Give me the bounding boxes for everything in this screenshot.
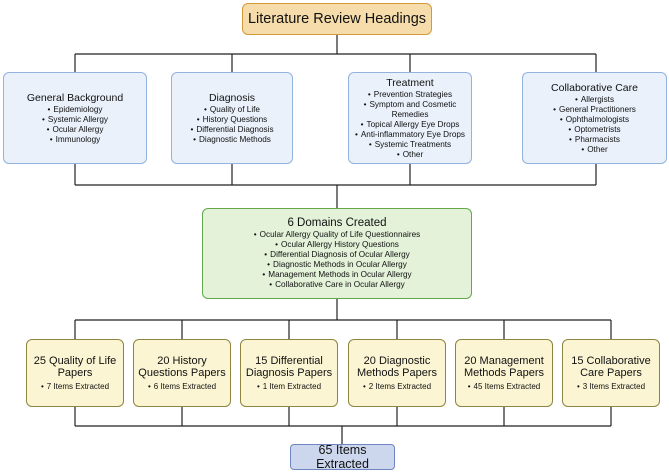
paper-items: 2 Items Extracted xyxy=(363,382,431,392)
paper-items: 6 Items Extracted xyxy=(148,382,216,392)
domain-item: Ocular Allergy Quality of Life Questionn… xyxy=(254,230,421,240)
category-item: Symptom and Cosmetic Remedies xyxy=(353,100,467,120)
paper-items: 45 Items Extracted xyxy=(468,382,541,392)
category-items: Prevention Strategies Symptom and Cosmet… xyxy=(353,90,467,160)
category-item: Topical Allergy Eye Drops xyxy=(353,120,467,130)
domain-item: Differential Diagnosis of Ocular Allergy xyxy=(254,250,421,260)
category-item: Systemic Allergy xyxy=(42,115,108,125)
category-item: Pharmacists xyxy=(553,135,636,145)
category-items: Allergists General Practitioners Ophthal… xyxy=(553,95,636,155)
category-item: Allergists xyxy=(553,95,636,105)
paper-heading: 20 Management Methods Papers xyxy=(463,354,545,380)
category-diagnosis: Diagnosis Quality of Life History Questi… xyxy=(171,72,293,164)
papers-history-questions: 20 History Questions Papers 6 Items Extr… xyxy=(133,339,231,407)
category-item: Other xyxy=(353,150,467,160)
category-item: Other xyxy=(553,145,636,155)
papers-diagnostic-methods: 20 Diagnostic Methods Papers 2 Items Ext… xyxy=(348,339,446,407)
papers-quality-of-life: 25 Quality of Life Papers 7 Items Extrac… xyxy=(26,339,124,407)
paper-items: 7 Items Extracted xyxy=(41,382,109,392)
category-item: Optometrists xyxy=(553,125,636,135)
papers-differential-diagnosis: 15 Differential Diagnosis Papers 1 Item … xyxy=(240,339,338,407)
paper-heading: 25 Quality of Life Papers xyxy=(33,354,117,380)
category-collaborative-care: Collaborative Care Allergists General Pr… xyxy=(522,72,667,164)
category-item: Differential Diagnosis xyxy=(190,125,273,135)
category-item: Ophthalmologists xyxy=(553,115,636,125)
category-item: Ocular Allergy xyxy=(42,125,108,135)
category-heading: Diagnosis xyxy=(208,91,256,104)
total-items-extracted-box: 65 Items Extracted xyxy=(290,443,395,471)
papers-collaborative-care: 15 Collaborative Care Papers 3 Items Ext… xyxy=(562,339,660,407)
category-item: History Questions xyxy=(190,115,273,125)
paper-note: 6 Items Extracted xyxy=(148,382,216,392)
category-heading: Treatment xyxy=(386,76,434,89)
paper-note: 3 Items Extracted xyxy=(577,382,645,392)
category-item: General Practitioners xyxy=(553,105,636,115)
domain-item: Collaborative Care in Ocular Allergy xyxy=(254,280,421,290)
category-item: Epidemiology xyxy=(42,105,108,115)
category-item: Immunology xyxy=(42,135,108,145)
paper-note: 7 Items Extracted xyxy=(41,382,109,392)
category-item: Systemic Treatments xyxy=(353,140,467,150)
paper-heading: 20 Diagnostic Methods Papers xyxy=(356,354,438,380)
category-item: Prevention Strategies xyxy=(353,90,467,100)
paper-items: 3 Items Extracted xyxy=(577,382,645,392)
domains-heading: 6 Domains Created xyxy=(287,217,387,229)
domain-item: Management Methods in Ocular Allergy xyxy=(254,270,421,280)
title-label: Literature Review Headings xyxy=(247,11,427,27)
paper-heading: 20 History Questions Papers xyxy=(138,354,226,380)
category-heading: General Background xyxy=(26,91,124,104)
category-items: Quality of Life History Questions Differ… xyxy=(190,105,273,145)
category-items: Epidemiology Systemic Allergy Ocular All… xyxy=(42,105,108,145)
category-item: Anti-inflammatory Eye Drops xyxy=(353,130,467,140)
paper-note: 2 Items Extracted xyxy=(363,382,431,392)
domains-created-box: 6 Domains Created Ocular Allergy Quality… xyxy=(202,208,472,299)
paper-note: 1 Item Extracted xyxy=(257,382,321,392)
category-heading: Collaborative Care xyxy=(551,81,638,94)
category-item: Quality of Life xyxy=(190,105,273,115)
category-item: Diagnostic Methods xyxy=(190,135,273,145)
total-label: 65 Items Extracted xyxy=(316,443,369,471)
category-treatment: Treatment Prevention Strategies Symptom … xyxy=(348,72,472,164)
paper-items: 1 Item Extracted xyxy=(257,382,321,392)
domain-item: Ocular Allergy History Questions xyxy=(254,240,421,250)
literature-review-headings-box: Literature Review Headings xyxy=(242,3,432,35)
domain-items: Ocular Allergy Quality of Life Questionn… xyxy=(254,230,421,290)
category-general-background: General Background Epidemiology Systemic… xyxy=(3,72,147,164)
paper-heading: 15 Collaborative Care Papers xyxy=(571,354,651,380)
papers-management-methods: 20 Management Methods Papers 45 Items Ex… xyxy=(455,339,553,407)
paper-heading: 15 Differential Diagnosis Papers xyxy=(245,354,333,380)
domain-item: Diagnostic Methods in Ocular Allergy xyxy=(254,260,421,270)
paper-note: 45 Items Extracted xyxy=(468,382,541,392)
